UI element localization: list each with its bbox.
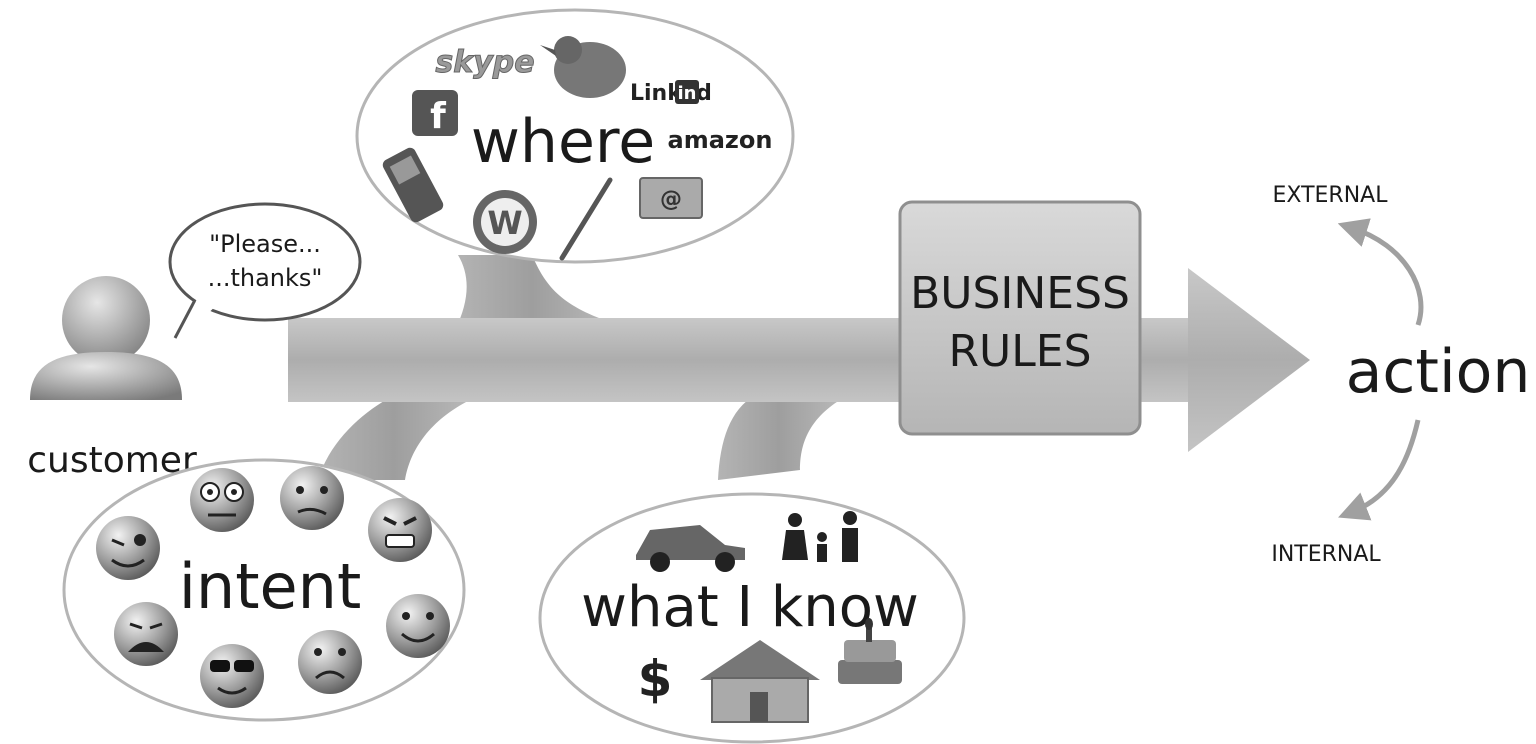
what-i-know-bubble: what I know $ (538, 492, 966, 744)
svg-text:W: W (487, 204, 522, 242)
skype-logo-icon: skype (435, 45, 534, 80)
house-icon (700, 640, 820, 723)
pen-icon (559, 177, 613, 261)
wordpress-logo-icon: W (473, 190, 537, 254)
where-branch (455, 255, 610, 330)
external-label: EXTERNAL (1273, 183, 1389, 208)
business-rules-line1: BUSINESS (910, 268, 1130, 319)
external-curved-arrow (1337, 218, 1424, 326)
svg-text:Linked: Linked (630, 81, 712, 106)
action-label: action (1346, 337, 1531, 407)
phone-icon (382, 147, 444, 223)
arrow-head (1188, 268, 1310, 452)
twitter-bird-icon (540, 36, 626, 98)
intent-bubble: intent (62, 458, 466, 722)
action-group: EXTERNAL action INTERNAL (1271, 183, 1530, 567)
confused-face-icon (280, 466, 344, 530)
speech-line2: ...thanks" (208, 264, 323, 292)
facebook-logo-icon: f (412, 90, 458, 137)
shocked-face-icon (190, 468, 254, 532)
main-arrow (288, 255, 1310, 480)
intent-label: intent (179, 550, 362, 623)
business-rules-box: BUSINESS RULES (898, 200, 1142, 436)
dollar-icon: $ (638, 650, 673, 708)
sad-face-icon (298, 630, 362, 694)
cool-sunglasses-face-icon (200, 644, 264, 708)
person-icon (30, 276, 182, 400)
where-bubble: skype Linked in f where amazon W (355, 8, 795, 264)
family-icon (782, 511, 858, 562)
business-rules-line2: RULES (948, 326, 1091, 377)
where-label: where (471, 107, 655, 177)
svg-text:f: f (430, 96, 446, 137)
wink-face-icon (96, 516, 160, 580)
linkedin-logo-icon: Linked in (630, 80, 712, 106)
svg-text:in: in (678, 83, 697, 104)
crying-face-icon (114, 602, 178, 666)
angry-face-icon (368, 498, 432, 562)
svg-text:@: @ (660, 187, 682, 212)
internal-curved-arrow (1338, 419, 1421, 521)
car-icon (636, 525, 745, 572)
internal-label: INTERNAL (1271, 542, 1381, 567)
amazon-logo-icon: amazon (668, 126, 773, 154)
what-i-know-label: what I know (581, 575, 919, 640)
birthday-cake-icon (838, 618, 902, 684)
speech-bubble: "Please... ...thanks" (168, 202, 362, 342)
speech-line1: "Please... (209, 230, 321, 258)
smile-face-icon (386, 594, 450, 658)
email-icon: @ (639, 177, 703, 219)
intent-branch (318, 395, 470, 480)
what-i-know-branch (718, 395, 840, 480)
